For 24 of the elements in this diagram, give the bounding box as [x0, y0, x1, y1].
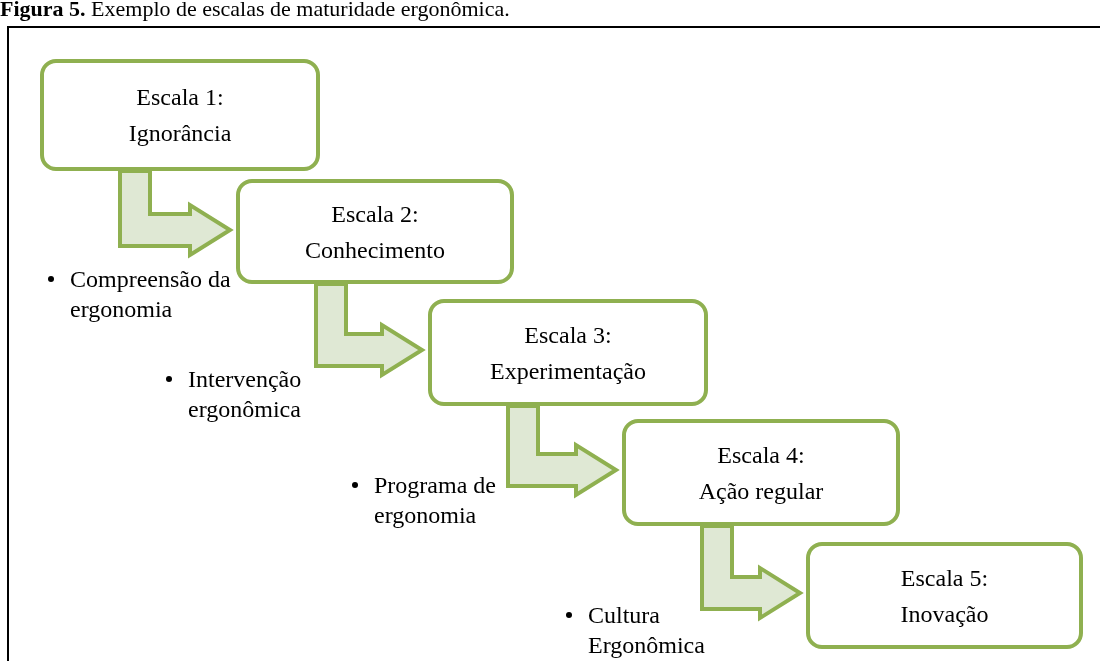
- bullet-text: Cultura Ergonômica: [588, 601, 706, 660]
- bullet-text: Compreensão da ergonomia: [70, 265, 232, 324]
- process-box: [622, 419, 900, 526]
- process-box: [236, 179, 514, 284]
- block-arrow: [506, 404, 620, 499]
- scale-name: Conhecimento: [305, 235, 445, 264]
- scale-name: Ignorância: [128, 119, 232, 147]
- scale-name: Experimentação: [490, 356, 646, 385]
- process-box: [40, 59, 320, 171]
- scale-heading: Escala 2:: [331, 199, 419, 228]
- scale-name: Inovação: [900, 599, 989, 628]
- scale-heading: Escala 4:: [717, 440, 805, 469]
- figure-title: Figura 5. Exemplo de escalas de maturidade ergonômica.: [0, 0, 510, 22]
- scale-name: Ação regular: [698, 476, 824, 505]
- scale-heading: Escala 3:: [524, 320, 612, 349]
- block-arrow: [314, 282, 426, 379]
- process-box: [806, 542, 1083, 649]
- bullet-text: Intervenção ergonômica: [188, 365, 303, 424]
- process-box: [428, 299, 708, 406]
- block-arrow: [700, 524, 804, 622]
- block-arrow: [118, 169, 234, 259]
- scale-heading: Escala 5:: [900, 563, 989, 592]
- bullet-text: Programa de ergonomia: [374, 471, 497, 530]
- scale-heading: Escala 1:: [136, 83, 224, 111]
